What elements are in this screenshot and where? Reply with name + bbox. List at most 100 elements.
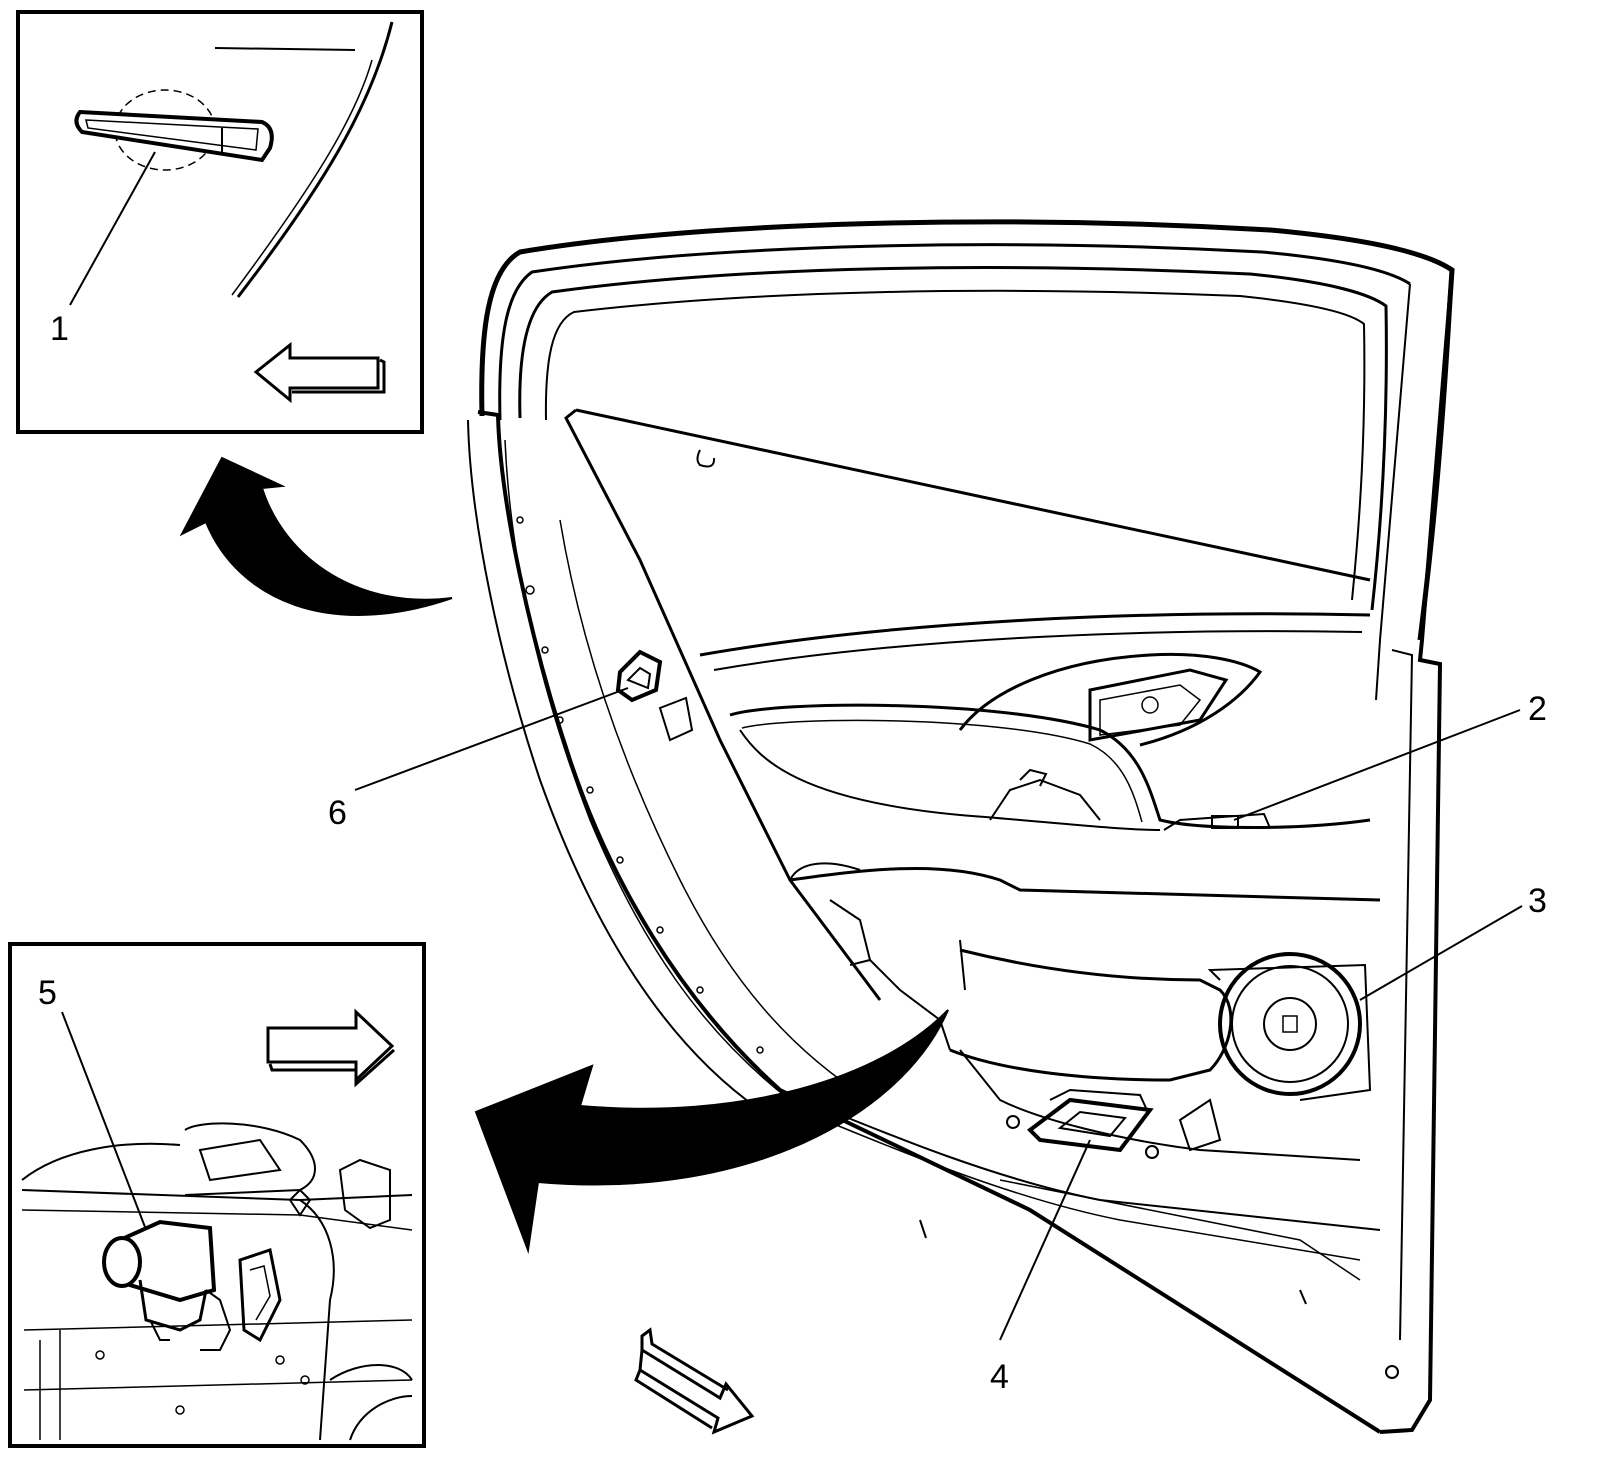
window-switch-bezel <box>989 778 1101 821</box>
door-lock-actuator <box>102 1219 282 1351</box>
armrest-inner <box>741 719 1143 823</box>
pillar-bolt <box>1385 1365 1399 1379</box>
lower-panel-recess <box>949 948 1233 1082</box>
callout-3: 3 <box>1528 882 1547 920</box>
armrest-body <box>729 703 1371 829</box>
bracket-1 <box>829 899 872 966</box>
pull-cup-detail <box>184 1122 316 1196</box>
direction-arrow-diagonal-icon <box>634 1327 755 1435</box>
arrow-diag-edge <box>634 1369 713 1430</box>
panel-line <box>23 1319 413 1331</box>
handle-pivot <box>1141 696 1159 714</box>
connector-bracket <box>1006 1088 1159 1159</box>
arrow-diag-face <box>638 1347 755 1435</box>
clip-detail <box>288 1188 312 1217</box>
speaker <box>1207 952 1372 1101</box>
actuator-housing <box>138 1279 208 1332</box>
belt-line <box>575 408 1371 582</box>
fastener <box>1006 1115 1020 1129</box>
armrest-curve <box>21 1142 181 1181</box>
arrow-right-shadow <box>268 1048 396 1088</box>
callout-2: 2 <box>1528 690 1547 728</box>
speaker-center <box>1282 1015 1298 1033</box>
edge-holes <box>516 516 764 1054</box>
speaker-housing <box>1207 963 1372 1101</box>
trim-clip <box>696 449 716 468</box>
callout-leader-6 <box>354 687 629 791</box>
recess-edge <box>959 939 966 991</box>
latch-assembly <box>615 649 694 742</box>
body-contour-line <box>236 21 394 298</box>
panel-line <box>23 1379 413 1391</box>
callout-4: 4 <box>990 1358 1009 1396</box>
armrest-top-inner <box>713 630 1363 671</box>
lower-sill-line <box>959 1049 1361 1161</box>
drain-holes <box>919 1219 1307 1305</box>
handle-inner <box>85 119 259 151</box>
inner-panel-curve <box>299 1199 335 1441</box>
connector-plate <box>1026 1097 1154 1153</box>
door-front-flange-inner <box>504 439 791 1101</box>
fastener <box>1145 1145 1159 1159</box>
sill-line-3 <box>999 1179 1361 1281</box>
callout-5: 5 <box>38 974 57 1012</box>
sill-line-2 <box>799 1109 1361 1261</box>
connector-window <box>1057 1110 1127 1138</box>
rear-door-inner-view <box>467 219 1455 1434</box>
handle-detail <box>198 1138 282 1182</box>
lock-actuator-inset: 5 <box>8 942 426 1448</box>
door-outer-edge <box>477 410 1382 1434</box>
lock-rod-guide <box>238 1248 282 1343</box>
trim-panel-front-edge <box>564 408 882 1001</box>
trim-lower-edge <box>789 866 1381 902</box>
window-frame-inner <box>518 266 1388 611</box>
switch-mount <box>1019 768 1048 787</box>
hinge-pillar-edge <box>1379 269 1454 1434</box>
actuator-connector <box>149 1319 170 1341</box>
bracket-line <box>869 959 951 1051</box>
curved-arrow-down-icon <box>474 1009 949 1254</box>
door-inner-panel-line <box>559 519 871 1101</box>
window-opening <box>544 289 1366 601</box>
body-contour-line-inner <box>231 59 373 296</box>
latch-inner <box>626 666 652 690</box>
inset-door-detail <box>21 1122 413 1441</box>
pull-cup <box>958 652 1263 747</box>
curved-arrow-up-icon <box>179 456 453 616</box>
edge-lines <box>39 1330 61 1440</box>
inside-handle-inner <box>1099 684 1202 736</box>
callout-leader-5 <box>61 1011 151 1241</box>
window-frame-outer <box>479 219 1455 641</box>
bracket-detail <box>338 1158 391 1230</box>
clip-block <box>1178 1098 1222 1152</box>
callout-1: 1 <box>50 310 69 348</box>
exterior-handle-inset: 1 <box>16 10 424 434</box>
latch-plate <box>658 696 694 742</box>
direction-arrow-right-icon <box>266 1008 395 1084</box>
connector-top <box>1049 1088 1147 1109</box>
actuator-motor <box>102 1236 142 1288</box>
armrest-top <box>699 612 1371 657</box>
panel-line <box>214 47 356 51</box>
door-front-flange <box>467 419 761 1111</box>
latch-body <box>615 649 663 703</box>
direction-arrow-left-icon <box>253 341 380 404</box>
callout-6: 6 <box>328 794 347 832</box>
door-handle <box>74 89 274 171</box>
inside-handle <box>1088 668 1229 742</box>
bezel-2-switch <box>1211 815 1239 829</box>
callout-leader-4 <box>999 1139 1091 1341</box>
actuator-mount <box>200 1289 232 1351</box>
arrow-diag-shadow <box>640 1327 729 1392</box>
pillar-inner-line <box>1375 283 1411 701</box>
arrow-shadow <box>292 358 386 394</box>
lock-rod <box>249 1265 271 1321</box>
armrest-lower <box>739 729 1161 831</box>
speaker-cap <box>1263 997 1317 1051</box>
callout-leader-3 <box>1359 905 1523 1001</box>
speaker-edge-2 <box>349 1395 413 1441</box>
speaker-cone <box>1231 965 1349 1083</box>
trim-lower-curl <box>789 862 861 881</box>
